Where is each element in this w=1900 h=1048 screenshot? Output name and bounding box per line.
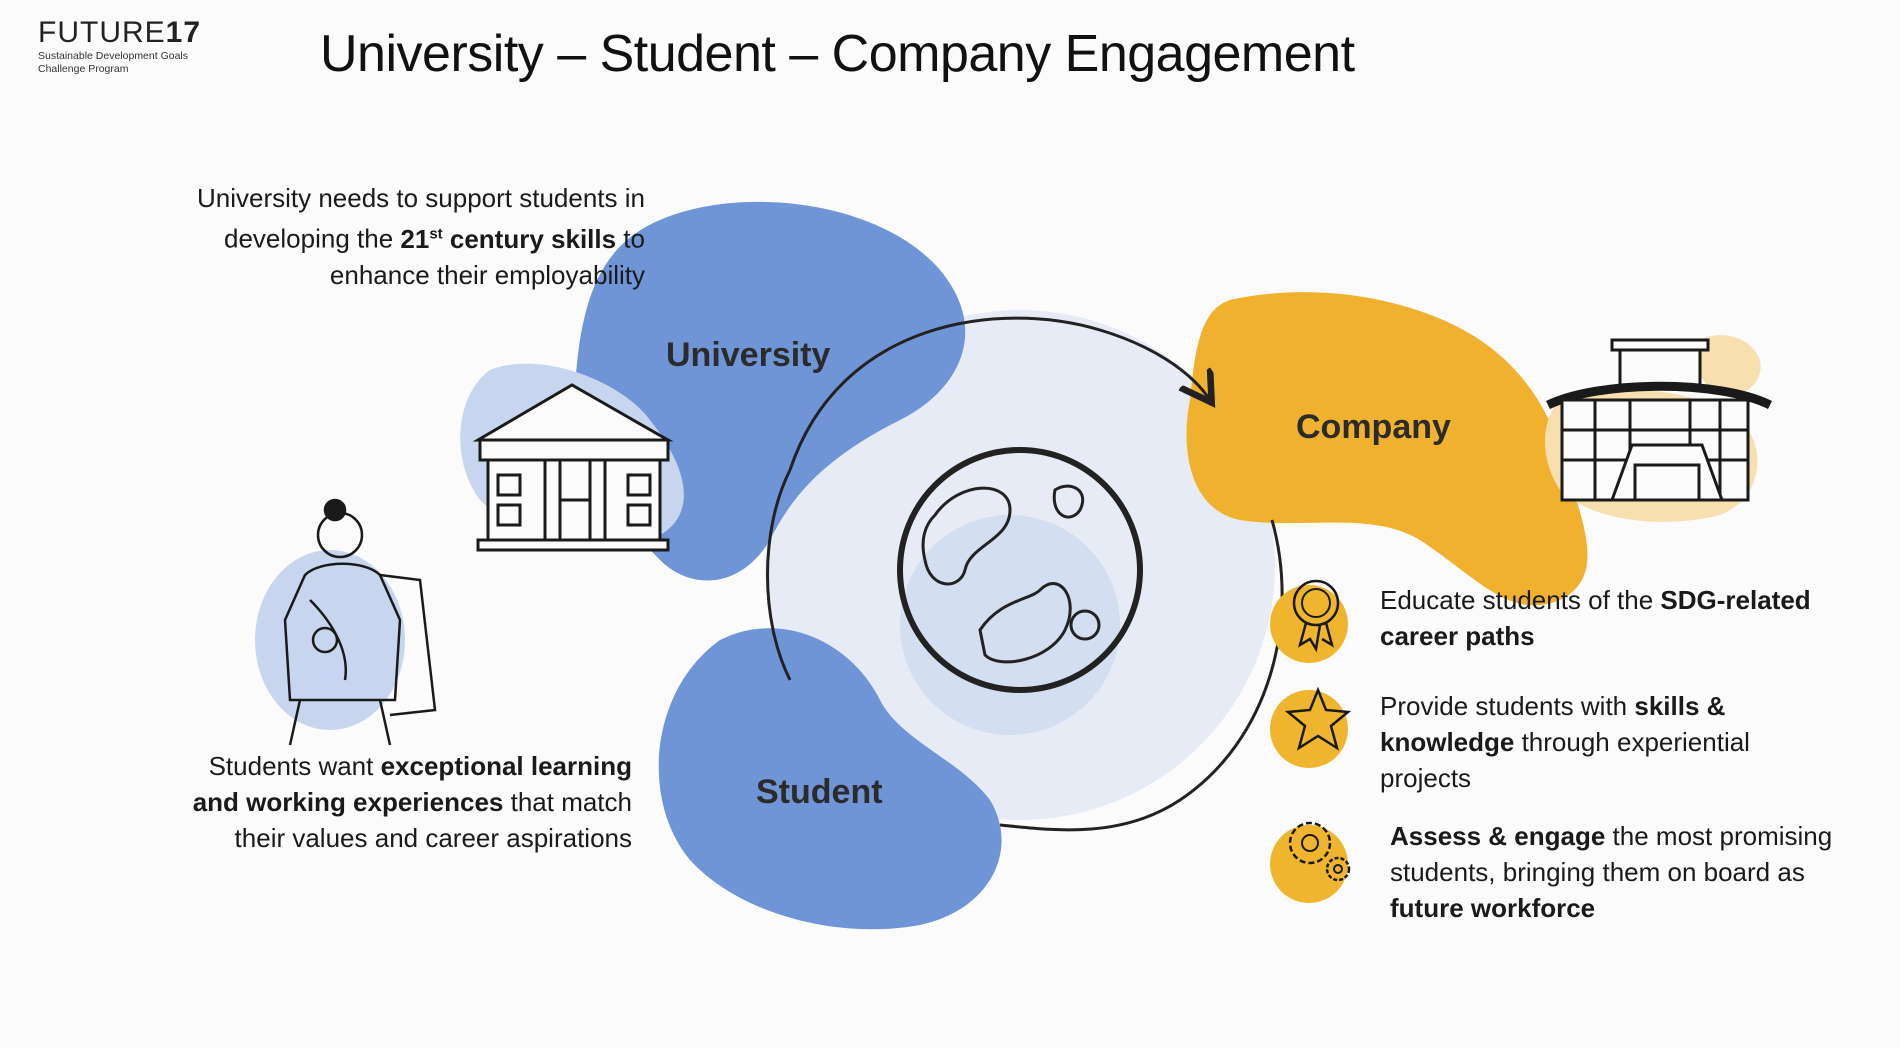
logo-subtitle-line1: Sustainable Development Goals	[38, 50, 189, 62]
student-note-line2: and working experiences that match	[192, 787, 632, 817]
company-blob	[1186, 292, 1588, 606]
university-note-line1: University needs to support students in	[196, 183, 645, 213]
student-note-line3: their values and career aspirations	[234, 823, 632, 853]
company-point-3-line3: future workforce	[1390, 893, 1596, 923]
university-note-line2: developing the 21st century skills to	[224, 223, 645, 254]
university-building-icon	[472, 383, 674, 552]
company-point-1: Educate students of the SDG-related care…	[1380, 582, 1840, 654]
university-note-line3: enhance their employability	[329, 259, 645, 290]
logo-brand: FUTURE17	[38, 16, 202, 49]
node-label-company: Company	[1296, 408, 1451, 446]
award-ribbon-icon	[1270, 579, 1348, 663]
student-figure-icon	[255, 498, 437, 746]
future17-logo: FUTURE17 Sustainable Development Goals C…	[38, 16, 238, 76]
flow-arrow	[788, 316, 1210, 471]
company-point-3-line2: students, bringing them on board as	[1390, 857, 1805, 887]
company-point-2-line1: Provide students with skills &	[1380, 691, 1726, 721]
node-label-student: Student	[756, 773, 883, 811]
company-point-1-line1: Educate students of the SDG-related	[1380, 585, 1811, 615]
company-point-3-line1: Assess & engage the most promising	[1390, 821, 1833, 851]
company-point-2-line3: projects	[1380, 763, 1472, 793]
page-title: University – Student – Company Engagemen…	[320, 25, 1355, 83]
central-circle-outline	[766, 469, 792, 681]
node-label-university: University	[666, 336, 831, 374]
logo-subtitle-line2: Challenge Program	[38, 63, 129, 75]
university-note: University needs to support students in …	[120, 180, 645, 293]
globe-icon	[897, 447, 1143, 735]
company-point-1-line2: career paths	[1380, 621, 1535, 651]
gears-icon	[1270, 821, 1351, 903]
company-point-2: Provide students with skills & knowledge…	[1380, 688, 1840, 796]
company-point-3: Assess & engage the most promising stude…	[1390, 818, 1870, 926]
star-icon	[1270, 686, 1352, 768]
company-backing-top	[1696, 335, 1761, 396]
student-note: Students want exceptional learning and w…	[120, 748, 632, 856]
company-building-icon	[1546, 338, 1773, 502]
company-point-2-line2: knowledge through experiential	[1380, 727, 1750, 757]
student-blob	[658, 628, 1002, 930]
student-note-line1: Students want exceptional learning	[208, 751, 632, 781]
